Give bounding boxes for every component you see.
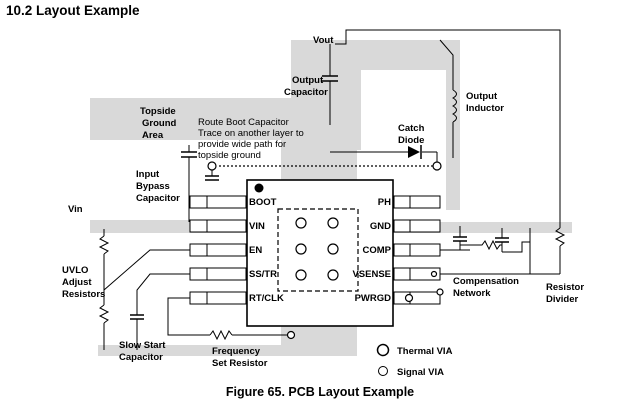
inductor-coil bbox=[451, 89, 457, 123]
pad-ss bbox=[189, 267, 247, 281]
ground-copper-bottom bbox=[98, 345, 328, 356]
label-resistor-divider-2: Divider bbox=[546, 294, 579, 305]
pin-label-ss: SS/TR bbox=[249, 269, 277, 280]
legend-thermal-via-label: Thermal VIA bbox=[397, 346, 453, 357]
catch-diode-symbol bbox=[408, 145, 422, 159]
label-slow-start-2: Capacitor bbox=[119, 352, 163, 363]
signal-via bbox=[404, 293, 414, 303]
pad-rt bbox=[189, 291, 247, 305]
signal-via bbox=[430, 270, 438, 278]
comp-resistor bbox=[460, 239, 502, 251]
label-frequency-2: Set Resistor bbox=[212, 358, 268, 369]
label-vin: Vin bbox=[68, 204, 83, 215]
legend: Thermal VIA Signal VIA bbox=[376, 343, 453, 378]
label-route-boot-2: Trace on another layer to bbox=[198, 128, 304, 139]
thermal-via bbox=[295, 269, 307, 281]
signal-vias bbox=[207, 161, 444, 340]
legend-signal-via-label: Signal VIA bbox=[397, 367, 444, 378]
thermal-via bbox=[295, 217, 307, 229]
thermal-via bbox=[327, 217, 339, 229]
label-route-boot-3: provide wide path for bbox=[198, 139, 286, 150]
pin-label-ph: PH bbox=[378, 197, 391, 208]
pin-label-gnd: GND bbox=[370, 221, 391, 232]
label-output-inductor-1: Output bbox=[466, 91, 498, 102]
label-uvlo-2: Adjust bbox=[62, 277, 92, 288]
signal-via bbox=[432, 161, 442, 171]
figure-caption: Figure 65. PCB Layout Example bbox=[225, 385, 415, 399]
label-topside-1: Topside bbox=[140, 106, 176, 117]
thermal-vias bbox=[295, 217, 339, 281]
pin-label-vsense: VSENSE bbox=[352, 269, 391, 280]
thermal-via bbox=[327, 269, 339, 281]
label-output-inductor-2: Inductor bbox=[466, 103, 504, 114]
vout-trace bbox=[335, 29, 561, 228]
uvlo-resistor-top bbox=[98, 235, 110, 255]
pad-vin bbox=[189, 219, 247, 233]
section-heading: 10.2 Layout Example bbox=[6, 3, 140, 18]
left-pads bbox=[189, 195, 247, 305]
gnd-copper-right bbox=[355, 222, 572, 233]
signal-via bbox=[436, 288, 444, 296]
label-input-bypass-3: Capacitor bbox=[136, 193, 180, 204]
pin-label-comp: COMP bbox=[363, 245, 392, 256]
pin-label-boot: BOOT bbox=[249, 197, 277, 208]
label-topside-2: Ground bbox=[142, 118, 176, 129]
right-pads bbox=[393, 195, 441, 305]
pad-pwrgd bbox=[393, 291, 441, 305]
divider-resistor bbox=[554, 227, 566, 247]
frequency-resistor bbox=[209, 329, 233, 341]
label-output-capacitor-2: Capacitor bbox=[284, 87, 328, 98]
ic-body bbox=[246, 179, 394, 327]
signal-via bbox=[286, 330, 296, 340]
inductor-lead bbox=[439, 39, 454, 90]
label-input-bypass-2: Bypass bbox=[136, 181, 170, 192]
thermal-via bbox=[295, 243, 307, 255]
label-resistor-divider-1: Resistor bbox=[546, 282, 584, 293]
pad-gnd bbox=[393, 219, 441, 233]
pad-en bbox=[189, 243, 247, 257]
legend-signal-via-icon bbox=[378, 366, 388, 376]
label-output-capacitor-1: Output bbox=[292, 75, 324, 86]
label-topside-3: Area bbox=[142, 130, 164, 141]
thermal-via bbox=[327, 243, 339, 255]
label-compensation-2: Network bbox=[453, 288, 491, 299]
signal-via bbox=[207, 161, 217, 171]
label-frequency-1: Frequency bbox=[212, 346, 261, 357]
thermal-pad bbox=[277, 208, 359, 292]
label-slow-start-1: Slow Start bbox=[119, 340, 166, 351]
en-trace bbox=[103, 249, 190, 291]
label-uvlo-1: UVLO bbox=[62, 265, 88, 276]
pad-boot bbox=[189, 195, 247, 209]
pad-comp bbox=[393, 243, 441, 257]
traces bbox=[98, 29, 566, 350]
pad-ph bbox=[393, 195, 441, 209]
pin-label-en: EN bbox=[249, 245, 262, 256]
pin-label-pwrgd: PWRGD bbox=[355, 293, 392, 304]
pin-label-vin: VIN bbox=[249, 221, 265, 232]
legend-thermal-via-icon bbox=[376, 343, 390, 357]
label-route-boot-1: Route Boot Capacitor bbox=[198, 117, 289, 128]
pin-label-rt: RT/CLK bbox=[249, 293, 284, 304]
label-vout: Vout bbox=[313, 35, 334, 46]
uvlo-resistor-bottom bbox=[98, 304, 110, 324]
label-route-boot-4: topside ground bbox=[198, 150, 261, 161]
label-catch-diode-1: Catch bbox=[398, 123, 425, 134]
label-input-bypass-1: Input bbox=[136, 169, 160, 180]
pin1-marker bbox=[254, 183, 264, 193]
label-catch-diode-2: Diode bbox=[398, 135, 424, 146]
label-uvlo-3: Resistors bbox=[62, 289, 105, 300]
label-compensation-1: Compensation bbox=[453, 276, 519, 287]
